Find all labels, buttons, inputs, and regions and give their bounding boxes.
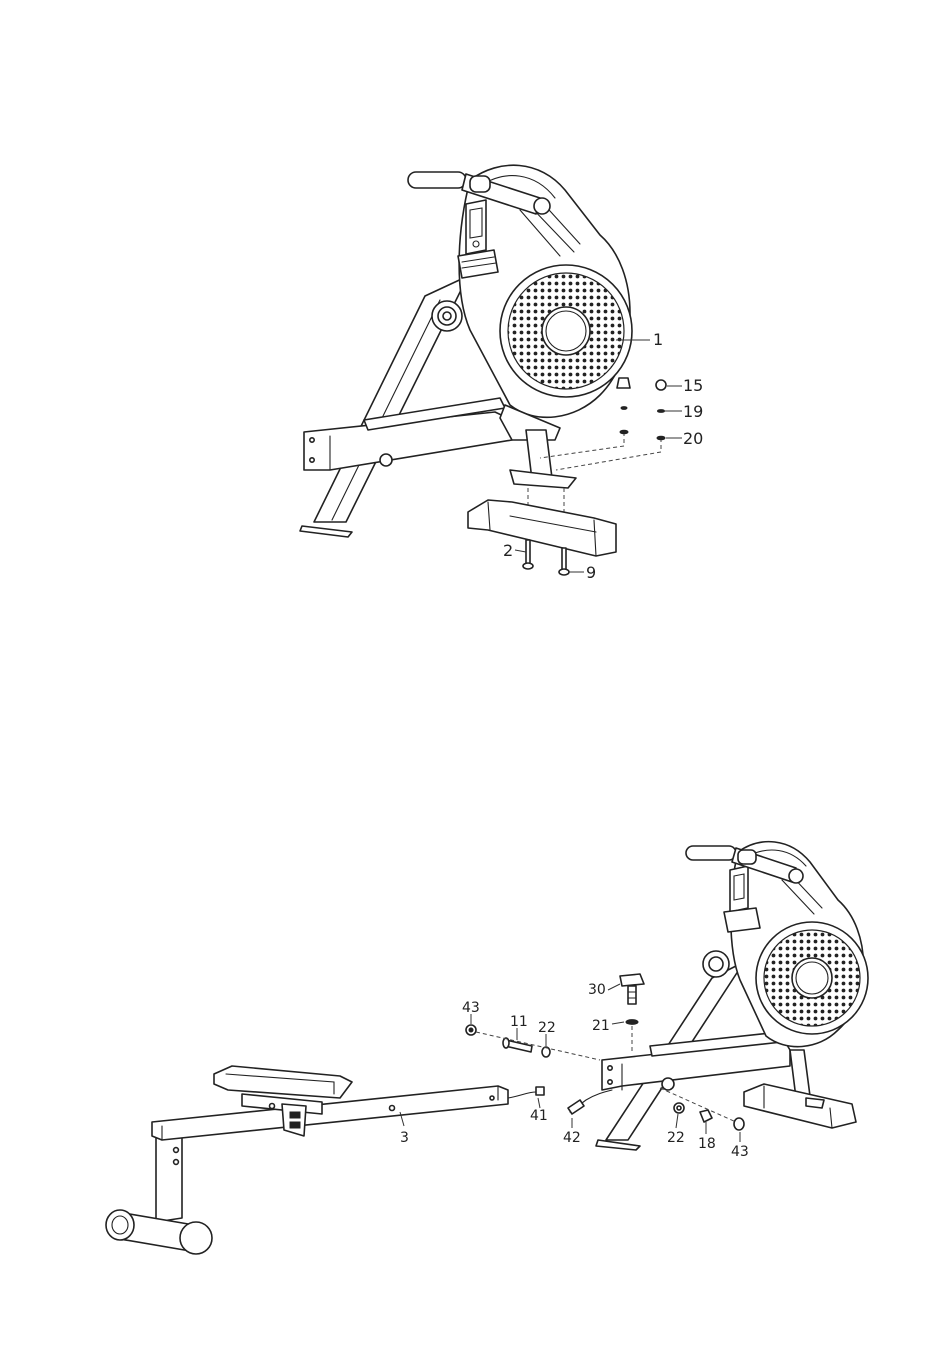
bolt-9 xyxy=(559,548,569,575)
sensor-plug-41 xyxy=(536,1087,544,1095)
frame-crossbar xyxy=(304,398,512,470)
callout-42: 42 xyxy=(563,1130,581,1146)
bolt-11 xyxy=(503,1038,532,1052)
bolt-2 xyxy=(523,540,533,569)
callout-2: 2 xyxy=(503,541,513,560)
callout-30: 30 xyxy=(588,982,606,998)
rear-roller-right xyxy=(180,1222,212,1254)
washer-22-right xyxy=(674,1103,684,1113)
callout-15: 15 xyxy=(683,376,703,395)
washer-22-left xyxy=(542,1047,550,1057)
callout-9: 9 xyxy=(586,563,596,582)
callout-21: 21 xyxy=(592,1018,610,1034)
callout-11: 11 xyxy=(510,1014,528,1030)
sensor-wire xyxy=(508,1087,612,1114)
front-stabilizer xyxy=(468,500,616,556)
callout-18: 18 xyxy=(698,1136,716,1152)
figure-2-rail-assembly: 43 11 22 30 21 41 3 42 22 18 43 xyxy=(106,842,868,1254)
callout-43-right: 43 xyxy=(731,1144,749,1160)
callout-22-right: 22 xyxy=(667,1130,685,1146)
pop-pin-knob-30 xyxy=(620,974,644,1004)
callout-3: 3 xyxy=(400,1130,409,1146)
callout-22-left: 22 xyxy=(538,1020,556,1036)
callout-19: 19 xyxy=(683,402,703,421)
resistance-knob-2 xyxy=(703,951,729,977)
callout-20: 20 xyxy=(683,429,703,448)
washer-19 xyxy=(658,410,665,413)
end-cap-43-right xyxy=(734,1118,744,1130)
callout-41: 41 xyxy=(530,1108,548,1124)
nut-18 xyxy=(700,1110,712,1122)
cap-nut-15 xyxy=(656,380,666,390)
fan-center-hub xyxy=(542,307,590,355)
washer-20 xyxy=(657,436,665,440)
rear-roller-left xyxy=(106,1210,134,1240)
washer-21 xyxy=(626,1020,638,1025)
callout-1: 1 xyxy=(653,330,663,349)
sensor-plug-42 xyxy=(568,1100,584,1114)
callout-43-left: 43 xyxy=(462,1000,480,1016)
figure-1-front-stabilizer-assembly: 1 15 19 20 2 9 xyxy=(300,165,703,582)
nut-left xyxy=(617,378,630,388)
rear-leg xyxy=(106,1130,212,1254)
resistance-knob xyxy=(432,301,462,331)
